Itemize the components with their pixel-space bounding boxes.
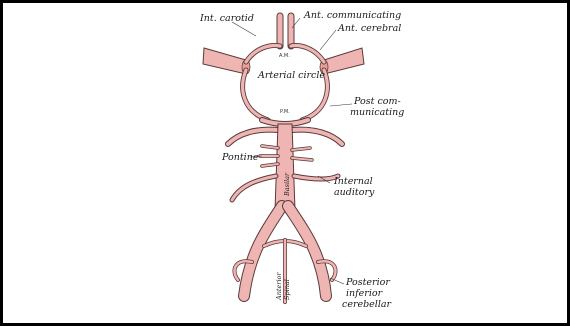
label-am: A.M.: [279, 53, 290, 59]
left-internal-carotid: [203, 48, 246, 74]
label-ant-communicating: Ant. communicating: [303, 10, 401, 21]
label-pontine: Pontine: [221, 152, 259, 163]
label-anterior-spinal-2: Spinal: [283, 279, 291, 300]
right-internal-carotid: [324, 48, 364, 74]
label-basilar: Basilar: [283, 172, 291, 197]
label-pm: P.M.: [280, 109, 290, 115]
label-post-communicating-1: Post com-: [353, 96, 401, 107]
label-posterior-inferior-2: inferior: [346, 288, 384, 299]
label-ant-cerebral: Ant. cerebral: [337, 23, 401, 34]
basilar-artery: [275, 124, 295, 210]
label-arterial-circle: Arterial circle: [257, 70, 325, 81]
label-internal-auditory-2: auditory: [334, 187, 375, 198]
label-internal-auditory-1: Internal: [333, 176, 373, 187]
label-post-communicating-2: municating: [350, 107, 404, 118]
label-int-carotid: Int. carotid: [199, 13, 254, 24]
label-posterior-inferior-3: cerebellar: [342, 299, 393, 310]
label-posterior-inferior-1: Posterior: [345, 277, 391, 288]
label-anterior-spinal-1: Anterior: [275, 272, 283, 301]
